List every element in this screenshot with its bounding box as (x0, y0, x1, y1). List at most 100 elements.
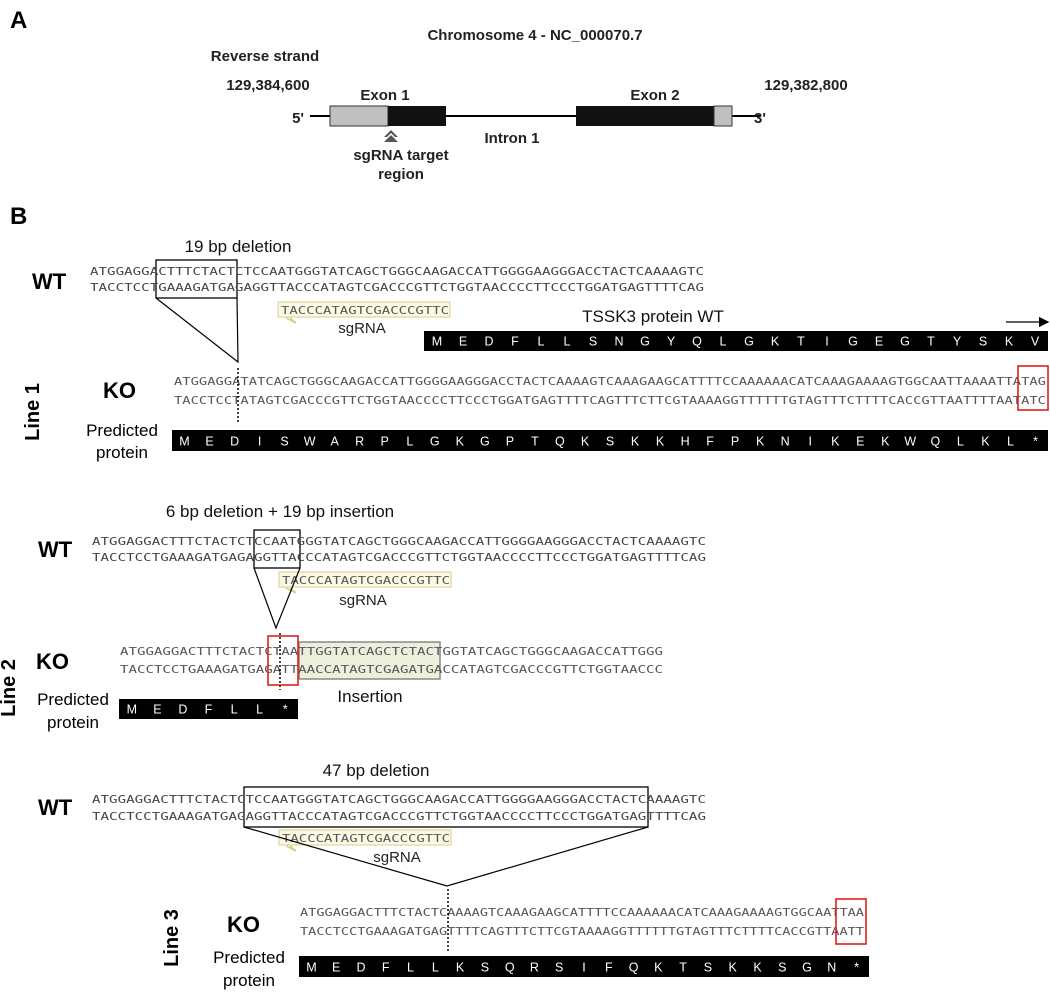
line1-ko-protein-bar (172, 430, 1048, 451)
line1-ko-residue: I (258, 435, 261, 449)
line3-ko-label: KO (227, 912, 260, 937)
line3-title: 47 bp deletion (323, 761, 430, 780)
line1-sgrna-pam-marker (285, 317, 297, 324)
sgrna-target-label-2: region (378, 166, 424, 183)
line1-ko-residue: S (606, 435, 614, 449)
line2-wt-top-strand: ATGGAGGACTTTCTACTCTCCAATGGGTATCAGCTGGGCA… (92, 535, 706, 548)
line1-ko-residue: P (381, 435, 389, 449)
line1-wt-residue: V (1031, 335, 1040, 349)
line2-title: 6 bp deletion + 19 bp insertion (166, 502, 394, 521)
line1-wt-residue: E (459, 335, 467, 349)
line2-ko-protein-bar (119, 699, 298, 719)
chromosome-title: Chromosome 4 - NC_000070.7 (427, 27, 642, 44)
line1-wt-residue: N (614, 335, 623, 349)
line3-deletion-wedge (243, 826, 649, 887)
line1-ko-residue: W (304, 435, 316, 449)
line1-wt-residue: L (564, 335, 571, 349)
line3-ko-residue: F (605, 961, 613, 975)
line3-ko-residue: G (802, 961, 812, 975)
line2-stop-codon-box (267, 635, 299, 686)
line2-ko-residue: * (283, 703, 288, 717)
line3-ko-residue: * (854, 961, 859, 975)
line2-ko-residue: L (231, 703, 238, 717)
line1-ko-residue: M (179, 435, 189, 449)
line1-predicted-label-2: protein (96, 443, 148, 462)
line3-deletion-box (243, 786, 649, 828)
line1-wt-residue: G (848, 335, 858, 349)
line1-deletion-box (155, 259, 238, 299)
line3-ko-residue: R (530, 961, 539, 975)
exon1-label: Exon 1 (360, 87, 409, 104)
line2-sgrna-pam-marker (285, 587, 297, 594)
line1-wt-bottom-strand: TACCTCCTGAAAGATGAGAGGTTACCCATAGTCGACCCGT… (90, 281, 704, 294)
line1-ko-residue: K (631, 435, 640, 449)
line1-wt-residue: G (640, 335, 650, 349)
line1-ko-residue: T (531, 435, 539, 449)
gene-model (310, 105, 760, 142)
line1-ko-residue: R (355, 435, 364, 449)
line3-ko-residue: S (555, 961, 563, 975)
line1-ko-residue: A (331, 435, 340, 449)
line2-predicted-label-1: Predicted (37, 690, 109, 709)
line1-wt-residue: K (771, 335, 780, 349)
line3-ko-bottom-strand: TACCTCCTGAAAGATGAGTTTTCAGTTTCTTCGTAAAAGG… (300, 925, 864, 938)
line3-ko-residue: D (356, 961, 365, 975)
line3-ko-residue: Q (505, 961, 515, 975)
line3-ko-residue: T (679, 961, 687, 975)
line1-wt-residue: S (589, 335, 597, 349)
coord-right: 129,382,800 (764, 77, 847, 94)
line3-ko-residue: S (704, 961, 712, 975)
line1-ko-residue: W (904, 435, 916, 449)
line1-wt-residue: T (927, 335, 935, 349)
exon2-label: Exon 2 (630, 87, 679, 104)
line2-insertion-label: Insertion (337, 687, 402, 706)
line3-ko-residue: S (481, 961, 489, 975)
line3-stop-codon-box (835, 898, 867, 945)
line3-label: Line 3 (161, 909, 183, 967)
strand-label: Reverse strand (211, 48, 319, 65)
line3-predicted-label-1: Predicted (213, 948, 285, 967)
sgrna-target-marker (384, 130, 398, 142)
line1-deletion-wedge (155, 297, 239, 364)
line2-predicted-label-2: protein (47, 713, 99, 732)
line2-deletion-box (253, 529, 301, 569)
line3-ko-residue: K (753, 961, 762, 975)
line1-stop-codon-box (1017, 365, 1049, 411)
line3-sgrna-label: sgRNA (373, 849, 421, 866)
line3-ko-residue: L (432, 961, 439, 975)
line3-wt-bottom-strand: TACCTCCTGAAAGATGAGAGGTTACCCATAGTCGACCCGT… (92, 810, 706, 823)
line1-ko-top-strand: ATGGAGGATATCAGCTGGGCAAGACCATTGGGGAAGGGAC… (174, 375, 1046, 388)
line1-ko-residue: * (1033, 435, 1038, 449)
line1-wt-residue: M (432, 335, 442, 349)
line1-sgrna-seq: TACCCATAGTCGACCCGTTC (281, 304, 449, 317)
line1-ko-residue: L (957, 435, 964, 449)
line1-ko-residue: L (406, 435, 413, 449)
line1-ko-residue: K (881, 435, 890, 449)
line1-wt-label: WT (32, 269, 67, 294)
line1-wt-residue: G (900, 335, 910, 349)
line1-wt-top-strand: ATGGAGGACTTTCTACTCTCCAATGGGTATCAGCTGGGCA… (90, 265, 704, 278)
line3-sgrna-pam-marker (285, 845, 297, 852)
line1-ko-residue: K (456, 435, 465, 449)
line1-ko-residue: S (280, 435, 288, 449)
line1-wt-residue: Y (667, 335, 676, 349)
line2-insertion-box (298, 641, 441, 680)
line1-ko-residue: H (681, 435, 690, 449)
line2-sgrna-label: sgRNA (339, 592, 387, 609)
line3-ko-top-strand: ATGGAGGACTTTCTACTCAAAAGTCAAAGAAGCATTTTCC… (300, 906, 864, 919)
line1-ko-residue: F (706, 435, 714, 449)
line3-ko-residue: K (729, 961, 738, 975)
line1-ko-residue: G (480, 435, 490, 449)
line1-ko-residue: G (430, 435, 440, 449)
line2-ko-bottom-strand: TACCTCCTGAAAGATGAGATTAACCATAGTCGAGATGACC… (120, 663, 663, 676)
panel-a-label: A (10, 7, 27, 34)
line3-sgrna-seq: TACCCATAGTCGACCCGTTC (282, 832, 450, 845)
line2-sgrna-box (278, 571, 452, 588)
line1-ko-residue: N (781, 435, 790, 449)
line1-title: 19 bp deletion (185, 237, 292, 256)
exon1-utr (329, 105, 389, 127)
